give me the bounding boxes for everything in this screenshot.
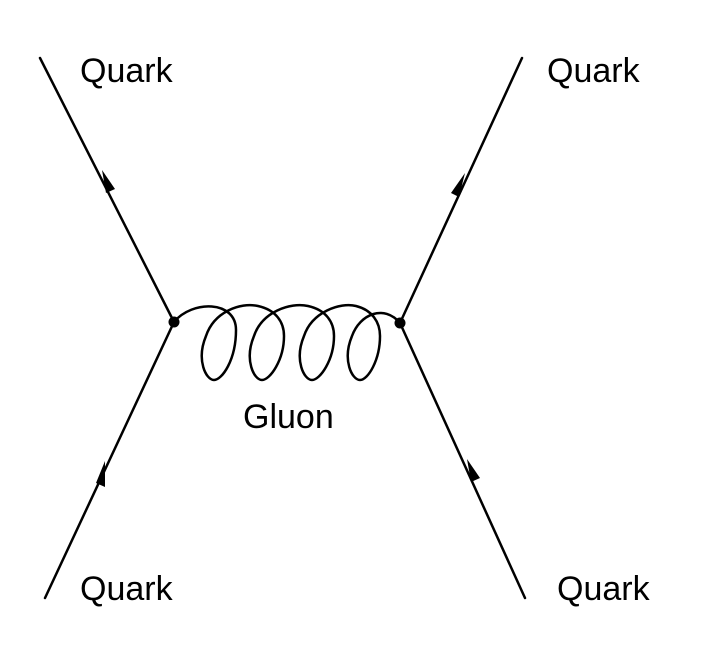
- quark-label-top-right: Quark: [547, 52, 641, 90]
- gluon-label: Gluon: [243, 398, 334, 436]
- quark-label-bottom-left: Quark: [80, 570, 174, 608]
- arrow-top-left-icon: [102, 170, 115, 193]
- quark-line-bottom-left: [43, 320, 176, 600]
- quark-line-bottom-right: [398, 321, 527, 600]
- arrow-bottom-left-icon: [96, 461, 105, 487]
- quark-label-top-left: Quark: [80, 52, 174, 90]
- arrow-top-right-icon: [451, 173, 465, 197]
- gluon-coil: [173, 303, 401, 382]
- quark-label-bottom-right: Quark: [557, 570, 651, 608]
- quark-line-top-right: [398, 56, 524, 325]
- arrow-bottom-right-icon: [467, 459, 480, 482]
